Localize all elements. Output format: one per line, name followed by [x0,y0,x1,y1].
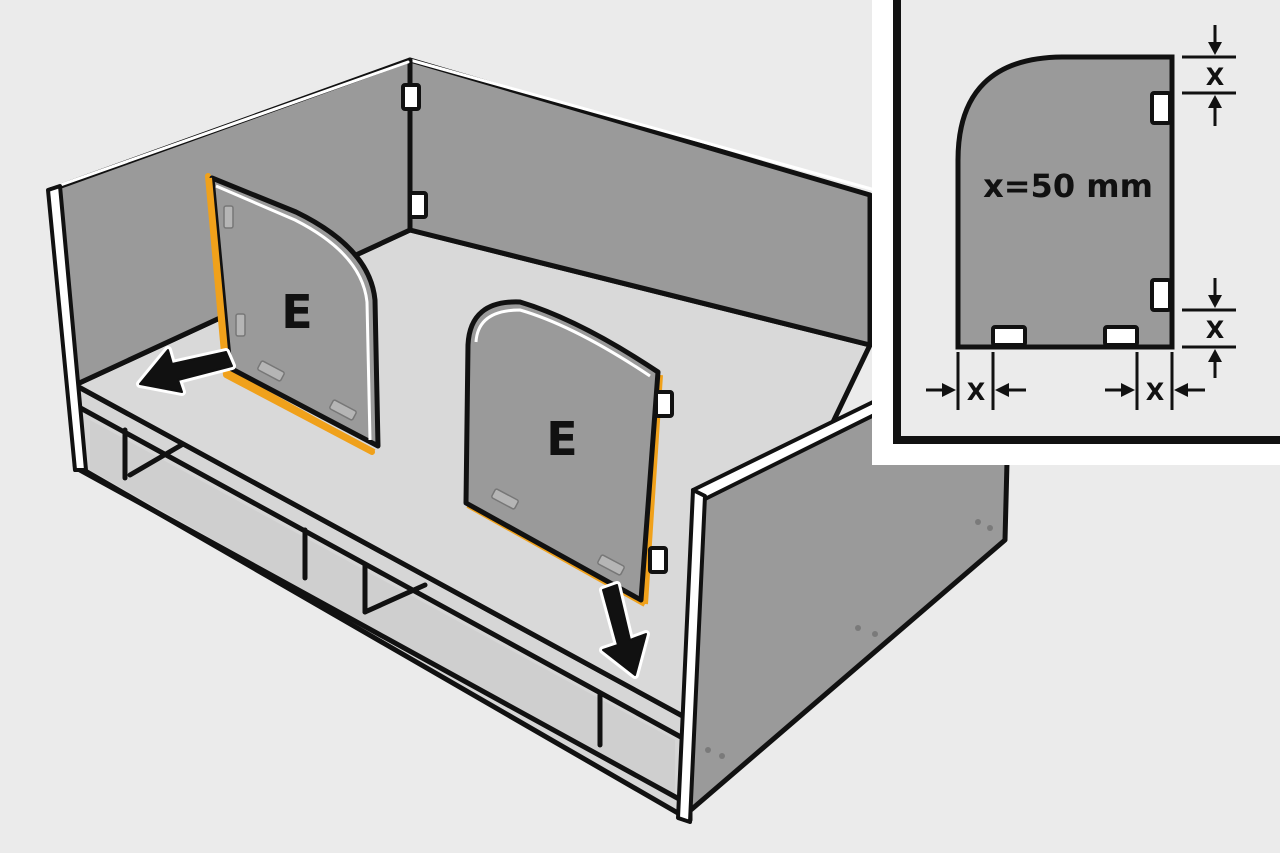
panel-e-left-orange-bottom [226,371,376,455]
right-wall-front-edge [676,488,707,824]
dim-bottom-right-label: X [1206,316,1225,344]
dim-bottom-right-horizontal [1105,352,1205,410]
corner-connector-top [401,83,421,111]
inset-connectors [991,91,1172,347]
left-wall-front-edge [46,184,88,472]
direction-arrow-left [136,346,236,396]
dim-top-right [1182,25,1236,126]
panel-e-right-connector-top [654,390,674,418]
panel-e-right-connector-bottom [648,546,668,574]
dim-bottom-left-label: X [967,378,986,406]
panel-e-right-rim [474,308,651,378]
panel-e-left-orange-side [206,177,230,373]
panel-e-left-body [209,175,381,449]
corner-connector-mid [408,191,428,219]
detail-inset: x=50 mm X X X [872,0,1280,465]
panel-e-left-letter: E [281,285,312,339]
dim-bottom-right-horizontal-label: X [1146,378,1165,406]
panel-e-right: E [463,299,674,607]
dim-bottom-left [926,352,1026,410]
base-frame-shadow [90,420,675,800]
panel-e-left-rim [215,184,372,441]
base-rail-bottom [77,467,693,808]
panel-e-right-body [463,299,661,603]
back-wall-top-edge [408,58,877,192]
screw-holes [705,519,993,759]
inset-dimension-text: x=50 mm [983,167,1153,205]
panel-e-left-hole-markers [223,205,357,421]
dim-bottom-right [1182,278,1236,378]
inset-panel-shape [955,54,1175,350]
panel-e-right-letter: E [546,412,577,466]
direction-arrow-down [599,581,650,679]
left-wall-top-edge [50,60,410,190]
dim-top-right-label: X [1206,63,1225,91]
base-rail-top [72,402,693,745]
panel-e-right-hole-markers [491,488,625,576]
panel-e-left: E [205,173,381,455]
base-inner-brace-2 [362,582,428,615]
base-inner-brace [127,437,193,478]
